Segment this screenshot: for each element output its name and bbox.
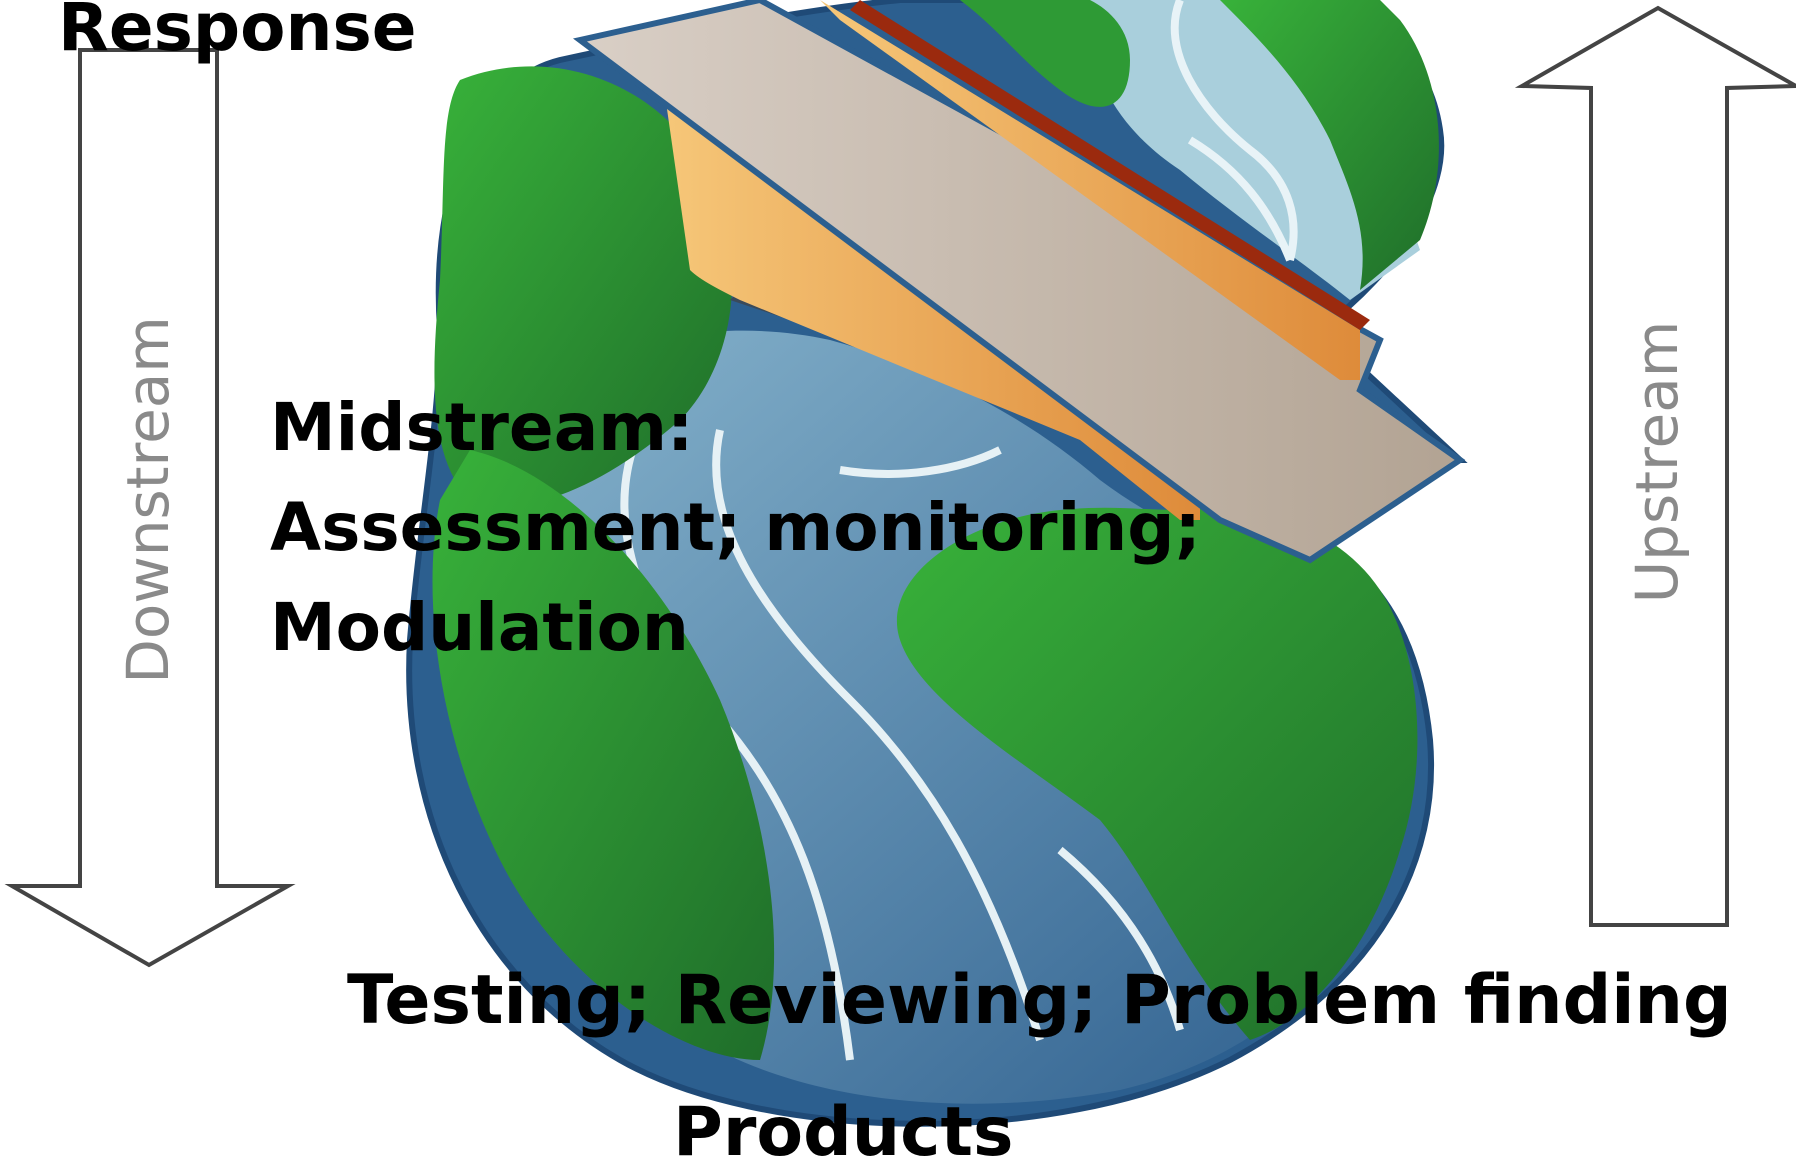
midstream-label: Midstream: Assessment; monitoring; Modul…	[270, 378, 1201, 678]
testing-label: Testing; Reviewing; Problem finding	[347, 961, 1732, 1040]
response-label: Response	[58, 0, 417, 66]
downstream-label: Downstream	[114, 316, 182, 684]
bridge	[572, 0, 1466, 564]
midstream-line-1: Midstream:	[270, 389, 694, 466]
midstream-line-3: Modulation	[270, 589, 689, 666]
land-lower-left	[432, 450, 775, 1060]
products-label: Products	[673, 1093, 1014, 1172]
downstream-arrow	[4, 48, 296, 968]
upstream-arrow	[1514, 5, 1796, 927]
land-left	[434, 66, 733, 507]
midstream-line-2: Assessment; monitoring;	[270, 489, 1201, 566]
upstream-label: Upstream	[1623, 320, 1691, 604]
land-right	[896, 507, 1418, 1040]
land-top-right	[1220, 0, 1439, 290]
land-top-center	[960, 0, 1130, 107]
